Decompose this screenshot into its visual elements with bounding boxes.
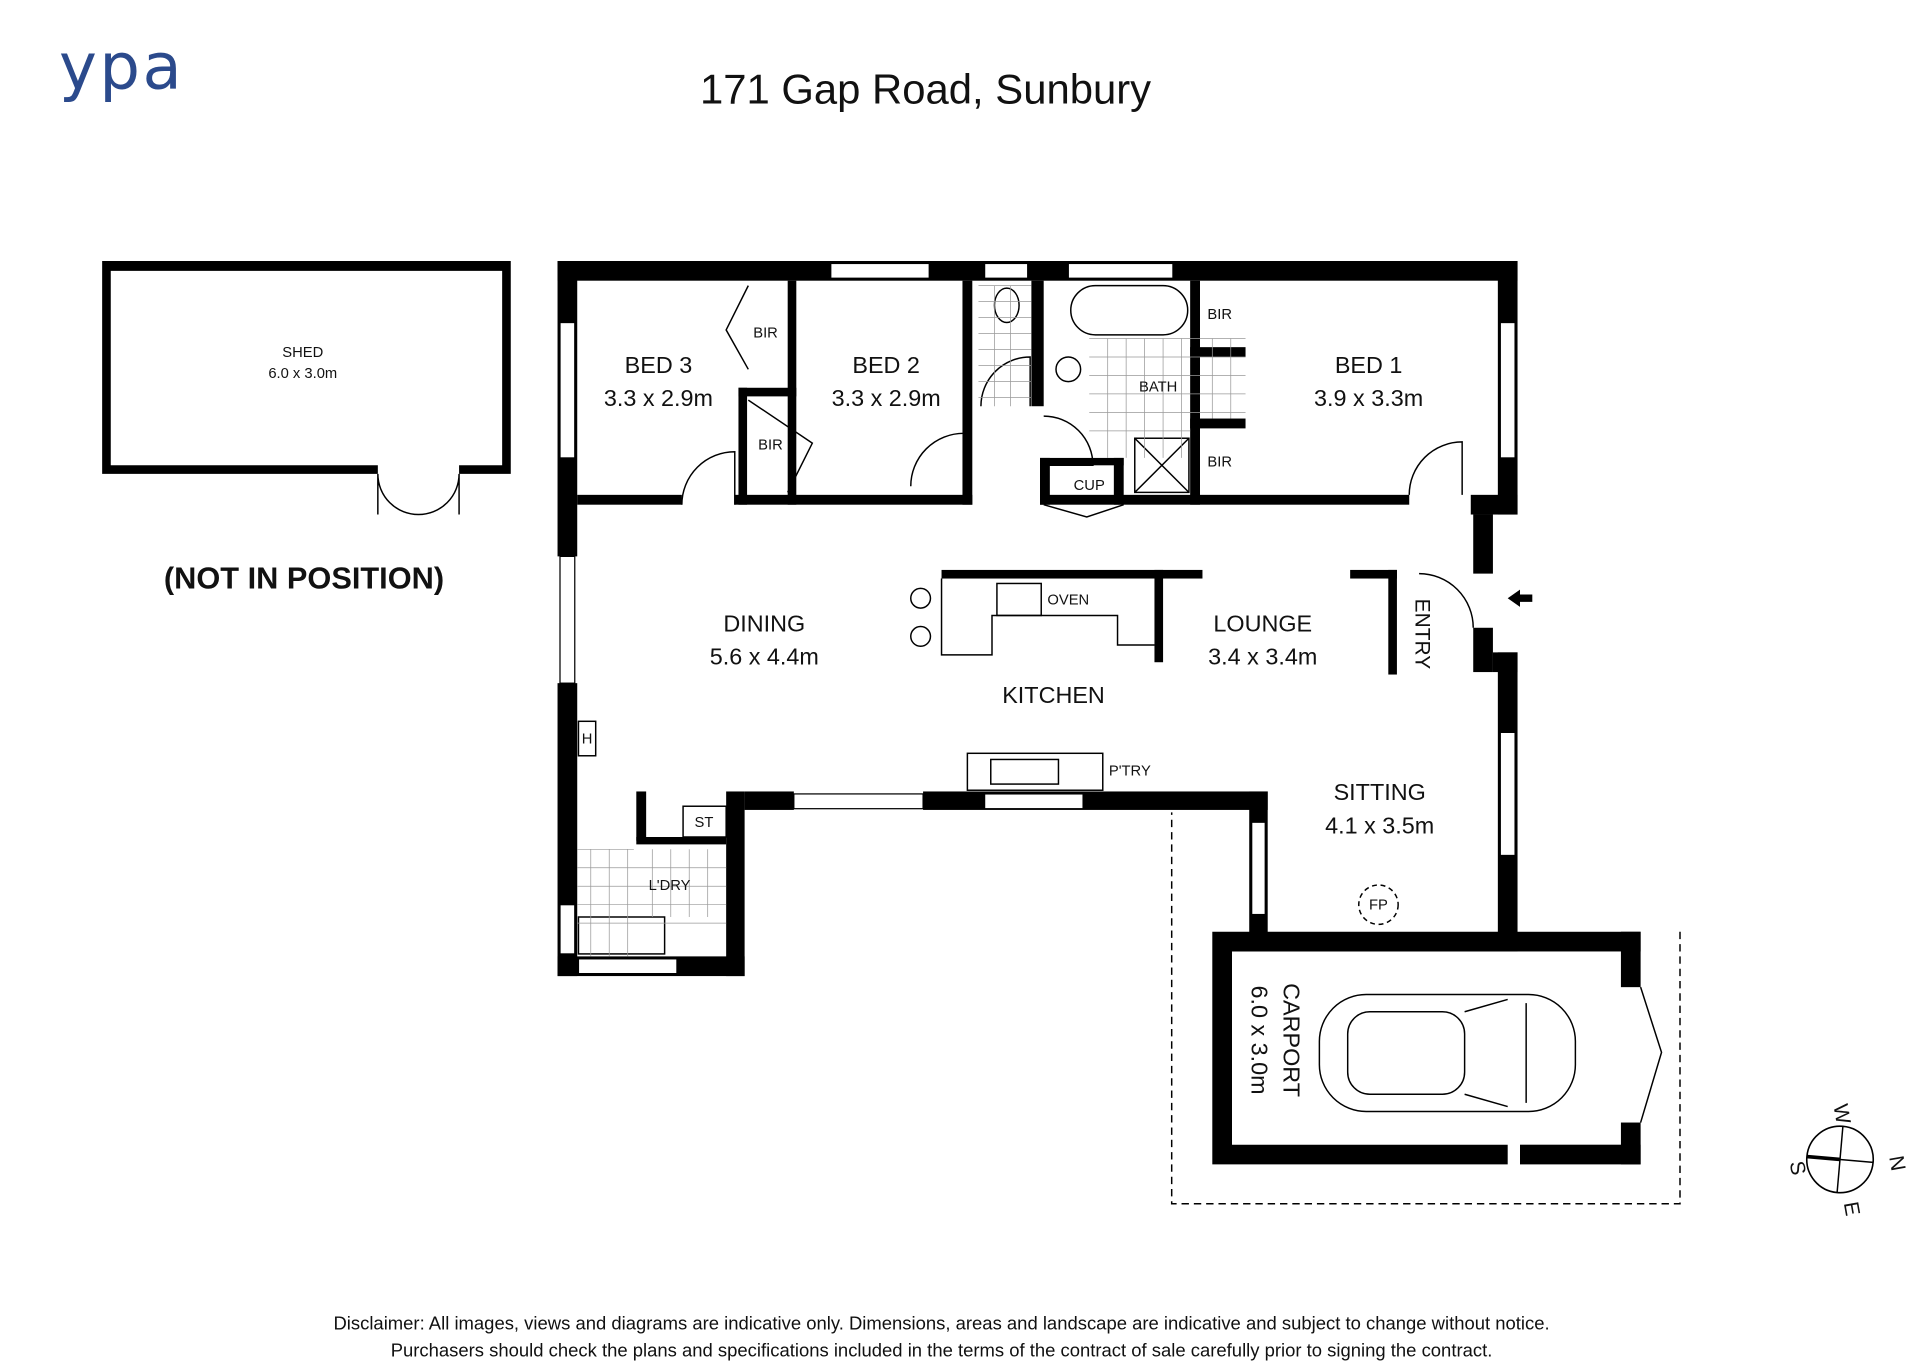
bir-label: BIR xyxy=(1207,455,1232,471)
disclaimer-line1: Disclaimer: All images, views and diagra… xyxy=(333,1312,1549,1333)
dining-label: DINING xyxy=(723,610,805,636)
bed3-size: 3.3 x 2.9m xyxy=(604,385,713,411)
brand-logo: ypa xyxy=(59,31,184,105)
shed-label: SHED xyxy=(282,345,323,361)
disclaimer-line2: Purchasers should check the plans and sp… xyxy=(391,1339,1493,1360)
lounge-label: LOUNGE xyxy=(1213,610,1312,636)
lounge-size: 3.4 x 3.4m xyxy=(1208,644,1317,670)
bir-label: BIR xyxy=(753,325,778,341)
bed1-label: BED 1 xyxy=(1335,352,1403,378)
not-in-position-note: (NOT IN POSITION) xyxy=(164,560,444,595)
compass-s: S xyxy=(1785,1159,1810,1177)
cup-label: CUP xyxy=(1074,478,1105,494)
shed: SHED 6.0 x 3.0m xyxy=(102,261,511,516)
bath-label: BATH xyxy=(1139,379,1177,395)
compass-w: W xyxy=(1828,1102,1854,1126)
fireplace-label: FP xyxy=(1369,898,1388,914)
tiled-floors xyxy=(577,285,1246,957)
windows xyxy=(559,262,1516,975)
bed3-label: BED 3 xyxy=(625,352,693,378)
laundry-label: L'DRY xyxy=(649,878,691,894)
dining-size: 5.6 x 4.4m xyxy=(710,644,819,670)
walls xyxy=(557,261,1641,1165)
compass-e: E xyxy=(1839,1200,1864,1218)
sitting-size: 4.1 x 3.5m xyxy=(1325,812,1434,838)
sitting-label: SITTING xyxy=(1334,779,1426,805)
bed2-size: 3.3 x 2.9m xyxy=(832,385,941,411)
page-title: 171 Gap Road, Sunbury xyxy=(700,65,1151,112)
oven-label: OVEN xyxy=(1047,592,1089,608)
compass-icon xyxy=(1805,1125,1875,1194)
heater-label: H xyxy=(582,731,593,747)
bir-label: BIR xyxy=(758,437,783,453)
bir-label: BIR xyxy=(1207,307,1232,323)
shed-size: 6.0 x 3.0m xyxy=(268,366,337,382)
bed2-label: BED 2 xyxy=(852,352,920,378)
compass-n: N xyxy=(1884,1154,1909,1173)
carport-label: CARPORT xyxy=(1279,983,1305,1097)
bed1-size: 3.9 x 3.3m xyxy=(1314,385,1423,411)
room-labels: BED 3 3.3 x 2.9m BED 2 3.3 x 2.9m BED 1 … xyxy=(582,307,1435,1097)
entry-label: ENTRY xyxy=(1410,599,1433,670)
kitchen-label: KITCHEN xyxy=(1002,682,1105,708)
doors-fixtures xyxy=(577,284,1681,1205)
carport-size: 6.0 x 3.0m xyxy=(1247,986,1273,1095)
car-icon xyxy=(1318,993,1577,1113)
pantry-label: P'TRY xyxy=(1109,763,1151,779)
store-label: ST xyxy=(695,815,714,831)
